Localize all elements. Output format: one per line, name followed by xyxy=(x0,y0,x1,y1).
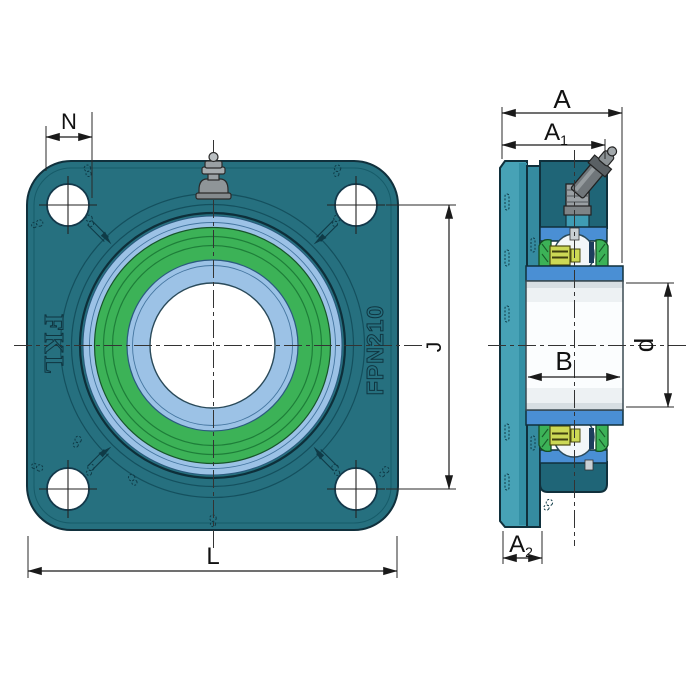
seal-left-top xyxy=(538,238,552,267)
housing-boss-bottom xyxy=(539,461,608,493)
cage-block-top xyxy=(549,245,571,266)
dim-label-A1: A1 xyxy=(544,119,568,148)
dim-label-L: L xyxy=(206,543,219,570)
dim-label-A: A xyxy=(553,84,571,114)
side-section-view xyxy=(488,146,690,546)
grease-fitting-side xyxy=(563,146,618,216)
brand-text: FKL xyxy=(39,314,69,376)
grease-fitting-angled-body xyxy=(570,146,618,199)
seal-slot-top xyxy=(589,242,594,263)
bolt-hole-bottom-left xyxy=(39,460,97,518)
seal-right-bottom xyxy=(595,424,609,453)
bolt-hole-bottom-right xyxy=(327,460,385,518)
dim-label-A2: A2 xyxy=(509,531,533,560)
seal-right-top xyxy=(595,238,609,267)
dim-label-B: B xyxy=(555,346,572,376)
front-view: FKL FPN210 xyxy=(14,140,424,552)
dim-label-d: d xyxy=(629,338,659,352)
flange-cast-marks xyxy=(504,193,555,512)
seal-left-bottom xyxy=(538,424,552,453)
grease-nipple-front xyxy=(195,151,232,200)
part-number-text: FPN210 xyxy=(362,305,388,395)
set-screw-tab xyxy=(584,459,594,471)
cage-block-bottom xyxy=(549,425,571,446)
dimensions: N L J A A1 A2 B d xyxy=(27,84,674,578)
bolt-hole-top-right xyxy=(327,176,385,234)
seal-slot-bottom xyxy=(589,428,594,449)
dim-label-J: J xyxy=(423,342,446,353)
dim-label-N: N xyxy=(61,109,77,134)
bolt-hole-top-left xyxy=(39,176,97,234)
flange-plate-shade xyxy=(519,163,527,525)
